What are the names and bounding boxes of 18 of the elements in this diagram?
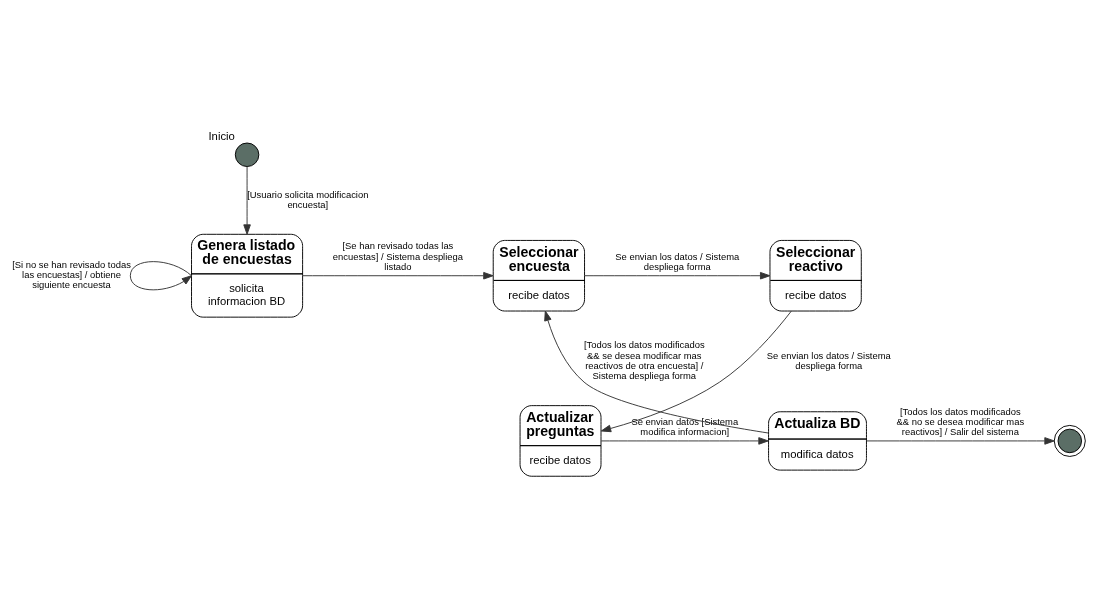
arrow [544, 310, 769, 434]
arrow [302, 271, 494, 279]
arrow [584, 271, 771, 279]
edge-label: [Se han revisado todas las encuestas] / Sistema despliega listado [332, 239, 464, 272]
arrow [129, 260, 192, 290]
arrow [243, 165, 251, 235]
edge-label: Se envian datos [Sistema modifica informacion] [631, 415, 739, 437]
arrow [600, 436, 769, 445]
edge-label: [Todos los datos modificados && no se desea modificar mas reactivos] / Salir del sistema [896, 405, 1025, 437]
arrow [866, 436, 1055, 445]
edge-label: [Usuario solicita modificacion encuesta] [247, 188, 369, 210]
edge-label: Se envian los datos / Sistema despliega forma [766, 349, 891, 371]
node-circle [234, 142, 260, 167]
edge-label: Se envian los datos / Sistema despliega forma [615, 250, 740, 272]
edge-label: [Todos los datos modificados && se desea modificar mas reactivos de otra encuesta] / Sistema despliega forma [583, 338, 705, 381]
edge-label: [Si no se han revisado todas las encuestas] / obtiene siguiente encuesta [12, 258, 131, 290]
arrow [600, 310, 792, 432]
node-label: Inicio [208, 129, 235, 142]
